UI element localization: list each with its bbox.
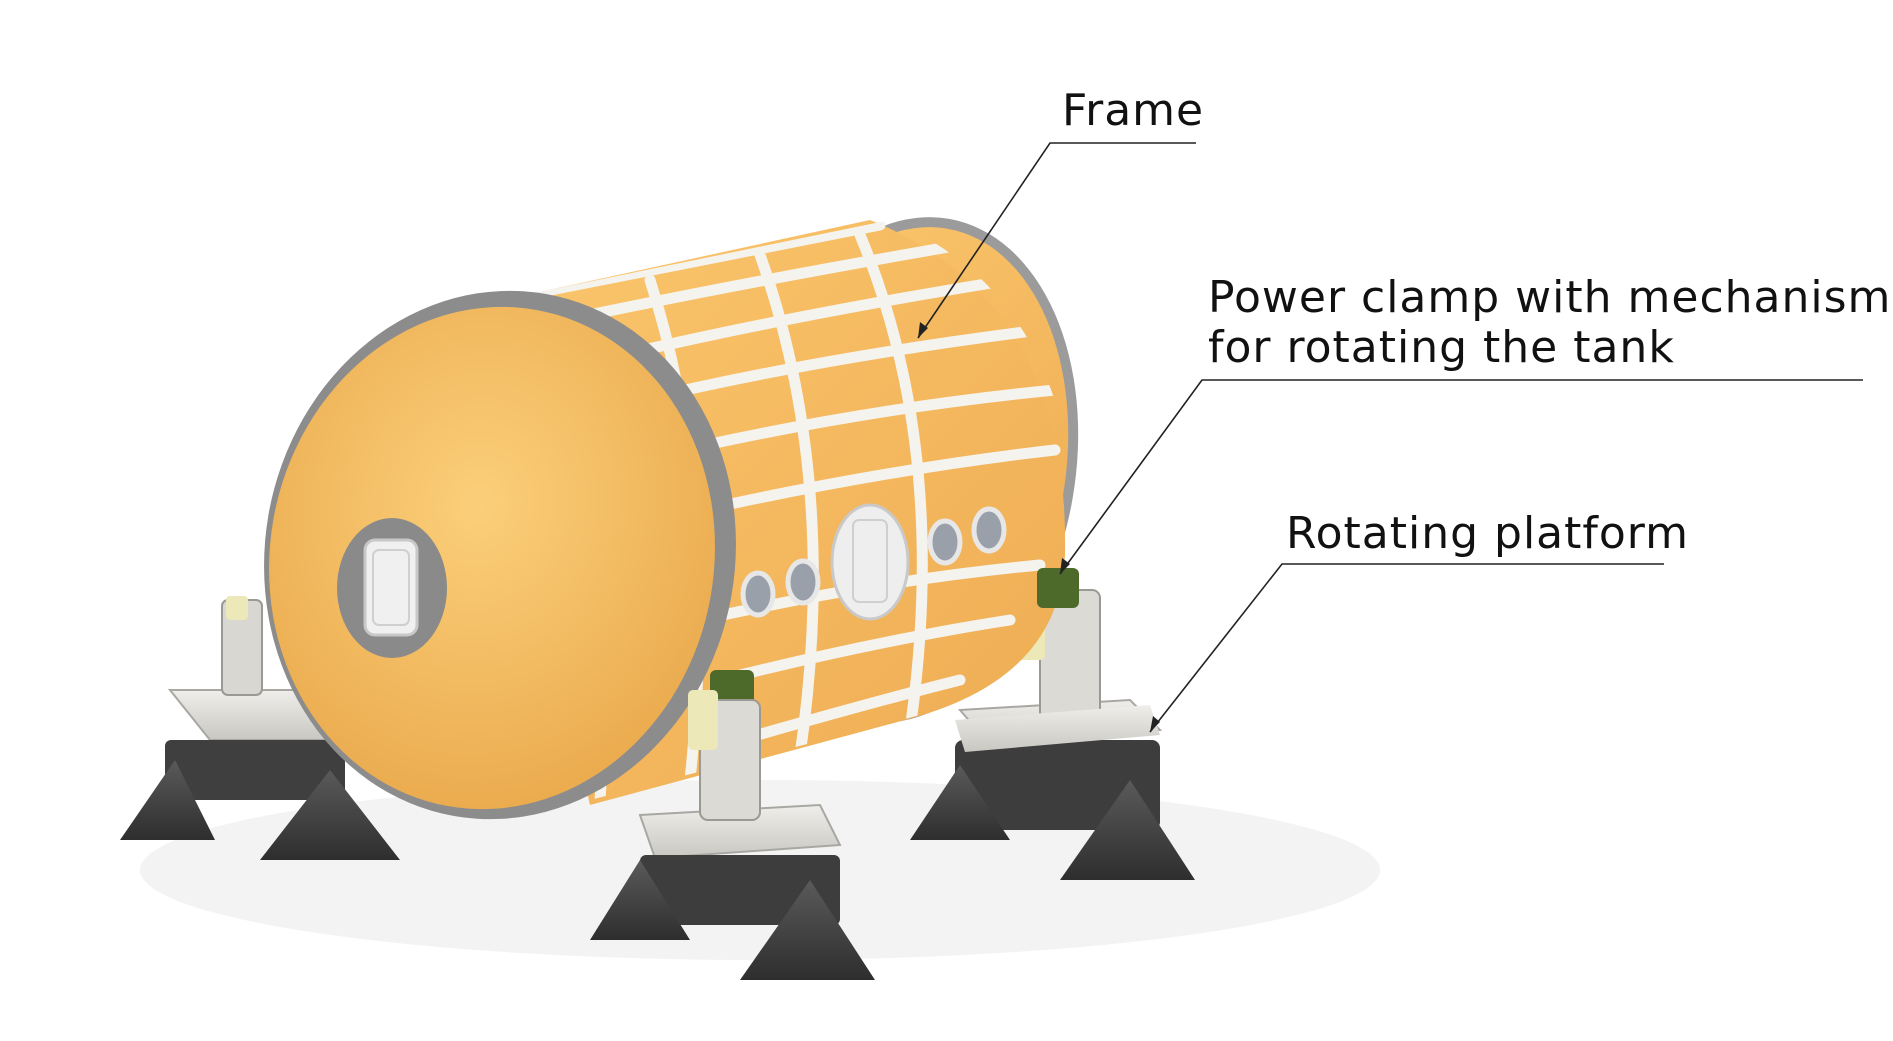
rotating-platform-front-right (955, 705, 1160, 752)
leader-lines (917, 142, 1863, 733)
frame-leader-line (917, 142, 1196, 339)
rotating-platform-front-left (590, 690, 875, 980)
clamp-arrowhead (1060, 558, 1070, 574)
platform-arrowhead (1150, 716, 1160, 732)
frame-label: Frame (1062, 85, 1204, 136)
portholes (740, 506, 1007, 618)
front-hatch (337, 518, 447, 658)
leader-arrowheads (918, 322, 1160, 732)
power-clamp (1037, 568, 1079, 608)
power-clamp-label-line-1: Power clamp with mechanism (1208, 272, 1891, 323)
tank (264, 217, 1079, 820)
frame-arrowhead (918, 322, 928, 338)
power-clamp-label-line-2: for rotating the tank (1208, 322, 1675, 373)
porthole (927, 518, 963, 566)
side-hatch (830, 503, 910, 621)
rotating-platform-back-left (120, 596, 400, 860)
platform-leader-line (1149, 563, 1664, 733)
rotating-platform-label: Rotating platform (1286, 508, 1689, 559)
clamp-leader-line (1059, 379, 1863, 575)
porthole (785, 558, 821, 606)
porthole (971, 506, 1007, 554)
tank-front-end-cap (269, 306, 715, 810)
porthole (740, 570, 776, 618)
